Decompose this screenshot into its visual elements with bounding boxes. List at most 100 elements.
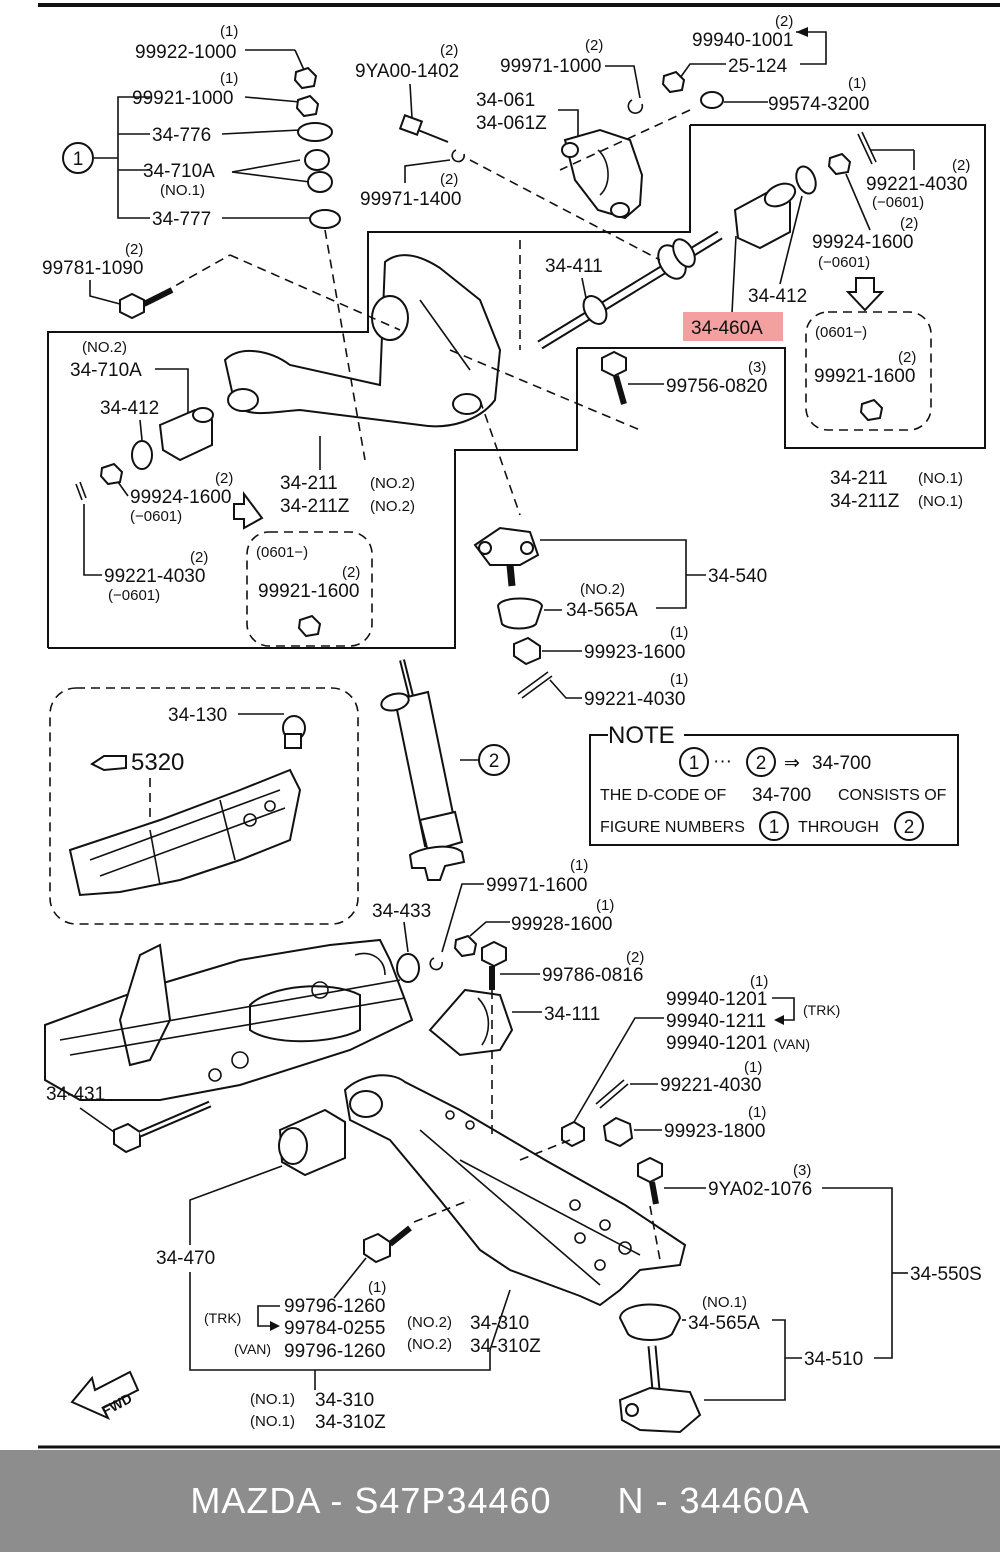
label-no2-310: (NO.2) <box>407 1314 452 1331</box>
qty-9YA02-1076: (3) <box>793 1162 811 1179</box>
label-99921-1600-r: 99921-1600 <box>814 366 915 387</box>
label-99923-1600: 99923-1600 <box>584 642 685 663</box>
qty-99221-4030-mid: (1) <box>670 671 688 688</box>
ref-circle-1-label: 1 <box>73 149 84 170</box>
label-34-460A: 34-460A <box>691 318 763 339</box>
label-99796-1260-van: 99796-1260 <box>284 1341 385 1362</box>
qty-99781-1090: (2) <box>125 241 143 258</box>
label-34-565A-top: 34-565A <box>566 600 638 621</box>
label-34-310Z-no1: 34-310Z <box>315 1412 386 1433</box>
pointing-hand-icon <box>90 755 127 772</box>
qty-99924-1600-r: (2) <box>900 215 918 232</box>
qty-99221-4030-left: (2) <box>190 549 208 566</box>
label-99796-1260: 99796-1260 <box>284 1296 385 1317</box>
label-99971-1600: 99971-1600 <box>486 875 587 896</box>
label-99921-1600-left: 99921-1600 <box>258 581 359 602</box>
washer-34-412-r <box>795 165 817 195</box>
footer-part-number: MAZDA - S47P34460 N - 34460A <box>190 1480 810 1521</box>
ball-joint-34-510 <box>618 1345 702 1434</box>
label-99921-1000: 99921-1000 <box>132 88 233 109</box>
label-34-211Z-no2: 34-211Z <box>280 496 350 517</box>
nut-99922-1000 <box>293 66 318 90</box>
qty-99971-1600: (1) <box>570 857 588 874</box>
note-title: NOTE <box>608 722 675 749</box>
washer-34-433 <box>396 953 420 983</box>
note-arrow: ⇒ <box>784 753 800 774</box>
note-ref-1 <box>679 747 709 777</box>
ref-circle-1 <box>62 142 94 174</box>
date-99924-1600-left: (−0601) <box>130 508 182 525</box>
label-99221-4030-r: 99221-4030 <box>866 174 967 195</box>
label-no2-710A: (NO.2) <box>82 339 127 356</box>
washer-99574-3200 <box>700 91 724 109</box>
label-99940-1211: 99940-1211 <box>666 1011 766 1032</box>
ref-circle-2-label: 2 <box>489 751 500 772</box>
label-9YA02-1076: 9YA02-1076 <box>708 1179 812 1200</box>
bolt-34-431 <box>113 1100 212 1154</box>
bolt-9YA02-1076 <box>637 1156 663 1205</box>
label-34-310-no1: 34-310 <box>315 1390 374 1411</box>
assembly-lines-bottom <box>413 990 661 1261</box>
note-line3-b: THROUGH <box>798 819 879 836</box>
note-line3-ref-1-label: 1 <box>769 817 780 838</box>
nut-99924-1600-left <box>99 462 124 486</box>
date-99221-4030-r: (−0601) <box>872 194 924 211</box>
qty-99921-1000: (1) <box>220 70 238 87</box>
label-34-061: 34-061 <box>476 90 535 111</box>
box-upper-arm-no2-top <box>47 125 691 648</box>
label-9YA00-1402: 9YA00-1402 <box>355 61 459 82</box>
clip-99971-1000 <box>627 99 644 114</box>
label-34-310-no2: 34-310 <box>470 1313 529 1334</box>
bump-stop-34-130 <box>282 715 306 749</box>
bolt-9YA00-1402 <box>398 114 449 143</box>
label-99221-4030-bottom: 99221-4030 <box>660 1075 761 1096</box>
nut-99940 <box>561 1120 585 1148</box>
label-99940-1201: 99940-1201 <box>666 989 767 1010</box>
bolt-99796-1260 <box>363 1225 412 1264</box>
washer-34-776 <box>297 122 333 142</box>
label-no2-310Z: (NO.2) <box>407 1336 452 1353</box>
parts-diagram: 1 99922-1000 (1) 99921-1000 (1) 34-776 3… <box>38 3 1000 1449</box>
label-no1-710A: (NO.1) <box>160 182 205 199</box>
label-99221-4030-mid: 99221-4030 <box>584 689 685 710</box>
note-line3-ref-2 <box>894 811 924 841</box>
label-no2-211: (NO.2) <box>370 475 415 492</box>
lower-arm-34-310 <box>343 1074 687 1307</box>
pin-99221-4030-left <box>75 481 87 501</box>
label-van-1: (VAN) <box>773 1036 810 1052</box>
label-99924-1600-left: 99924-1600 <box>130 487 231 508</box>
qty-99221-4030-r: (2) <box>952 157 970 174</box>
shaft-34-411 <box>537 230 723 350</box>
ball-joint-34-540 <box>473 526 540 587</box>
label-no1-310: (NO.1) <box>250 1391 295 1408</box>
label-99928-1600: 99928-1600 <box>511 914 612 935</box>
label-no2-211Z: (NO.2) <box>370 498 415 515</box>
note-ref-2-label: 2 <box>756 753 767 774</box>
pin-99221-4030-bottom <box>595 1079 629 1109</box>
label-34-540: 34-540 <box>708 566 767 587</box>
clip-99971-1600 <box>429 957 443 971</box>
note-ref-2 <box>746 747 776 777</box>
label-99923-1800: 99923-1800 <box>664 1121 765 1142</box>
chassis-frame-drawing <box>44 938 414 1101</box>
bracket-34-061 <box>561 128 644 220</box>
washer-34-777 <box>309 209 341 229</box>
label-no1-310Z: (NO.1) <box>250 1413 295 1430</box>
qty-99921-1600-r: (2) <box>898 349 916 366</box>
clip-99971-1400 <box>451 149 465 163</box>
label-34-565A-bottom: 34-565A <box>688 1313 760 1334</box>
qty-99756-0820: (3) <box>748 359 766 376</box>
bushing-34-710A-a <box>304 149 330 171</box>
label-34-433: 34-433 <box>372 901 431 922</box>
qty-99796-1260: (1) <box>368 1279 386 1296</box>
dashed-box-frame-inset <box>49 687 359 925</box>
label-99781-1090: 99781-1090 <box>42 258 143 279</box>
label-5320: 5320 <box>131 749 184 776</box>
dashed-box-0601-left <box>246 531 373 647</box>
label-34-061Z: 34-061Z <box>476 113 547 134</box>
shock-absorber-34-700 <box>380 659 466 881</box>
label-34-431: 34-431 <box>46 1084 105 1105</box>
label-34-211Z-no1: 34-211Z <box>830 491 900 512</box>
box-upper-arm-no2-bottom <box>48 348 578 649</box>
note-ref-1-label: 1 <box>689 753 700 774</box>
